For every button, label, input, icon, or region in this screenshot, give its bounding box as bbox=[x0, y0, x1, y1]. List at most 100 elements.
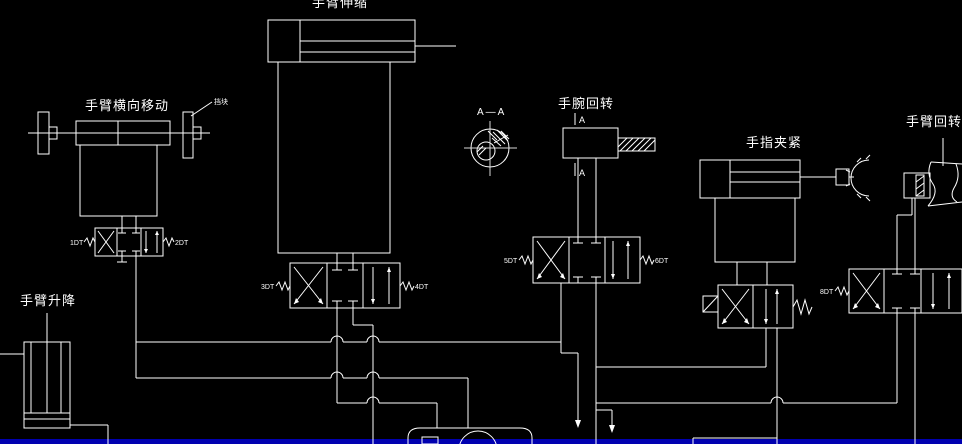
section-title: A—A bbox=[477, 107, 506, 118]
spring-icon bbox=[83, 236, 96, 248]
pipe-v3-left-down bbox=[560, 283, 579, 420]
solenoid-tag-3dt: 3DT bbox=[261, 284, 275, 291]
valve-feed-lines bbox=[736, 262, 768, 285]
actuator-top-bottom bbox=[927, 161, 962, 207]
arm-extend-label: 手臂伸缩 bbox=[312, 0, 368, 10]
rotary-actuator-body bbox=[562, 127, 619, 159]
parallel-flow-icon bbox=[612, 241, 629, 279]
station-arm-extend: 手臂伸缩 bbox=[267, 0, 456, 263]
pipe-rail-5 bbox=[596, 396, 897, 404]
shaft bbox=[617, 137, 656, 152]
crossed-flow-icon bbox=[852, 272, 881, 310]
arm-lift-label: 手臂升降 bbox=[20, 293, 76, 308]
solenoid-tag-6dt: 6DT bbox=[655, 258, 669, 265]
solenoid-tag-5dt: 5DT bbox=[504, 258, 518, 265]
wrist-rotate-label: 手腕回转 bbox=[558, 96, 614, 111]
clamp-cylinder-body bbox=[699, 159, 801, 199]
leader-line bbox=[190, 101, 213, 117]
pipe-drain-stub bbox=[596, 409, 613, 426]
pipe-rail-3 bbox=[337, 396, 437, 404]
drain-arrowhead bbox=[575, 420, 581, 428]
pump-port-block bbox=[421, 436, 439, 444]
gripper-hatch bbox=[845, 154, 871, 202]
valve-cell-dividers bbox=[326, 263, 364, 308]
solenoid-tag-1dt: 1DT bbox=[70, 240, 84, 247]
key-hatch bbox=[915, 175, 925, 197]
spring-icon bbox=[275, 280, 291, 292]
break-line-left bbox=[927, 161, 936, 207]
valve-feed-lines bbox=[577, 158, 597, 237]
valve-feed-lines bbox=[336, 253, 354, 263]
stopper-label: 挡块 bbox=[214, 97, 228, 106]
flow-arrowheads bbox=[764, 289, 779, 324]
pipe-rail-4 bbox=[596, 328, 767, 368]
pipe-rail-2 bbox=[136, 371, 468, 379]
left-nut bbox=[48, 126, 58, 140]
crossed-flow-icon bbox=[97, 230, 115, 254]
spring-icon bbox=[834, 285, 850, 297]
station-finger-clamp: 手指夹紧 bbox=[699, 135, 871, 285]
shaft-hatch bbox=[617, 137, 656, 152]
parallel-flow-icon bbox=[372, 267, 390, 304]
valve-body bbox=[717, 284, 794, 329]
valve-finger-clamp bbox=[702, 284, 813, 329]
valve-cell-dividers bbox=[568, 237, 606, 283]
pump-unit bbox=[407, 427, 533, 444]
gripper-mount bbox=[835, 168, 850, 186]
lift-cylinder-body bbox=[23, 341, 71, 429]
arm-rotate-label: 手臂回转 bbox=[906, 114, 962, 129]
right-nut bbox=[192, 126, 202, 140]
valve-cell-dividers bbox=[883, 269, 922, 313]
crossed-flow-icon bbox=[293, 266, 324, 305]
mount-block bbox=[903, 172, 931, 199]
flow-arrowheads bbox=[371, 267, 391, 304]
closed-center-ports bbox=[118, 228, 140, 256]
vane-hatch bbox=[487, 129, 510, 147]
crossed-flow-icon bbox=[721, 288, 750, 325]
valve-feed-lines bbox=[121, 216, 137, 228]
solenoid-box-icon bbox=[702, 295, 719, 313]
outlet-line bbox=[70, 424, 109, 444]
pump-housing bbox=[407, 427, 533, 444]
solenoid-diagonal bbox=[702, 295, 719, 313]
valve-arm-lateral: 1DT 2DT bbox=[70, 227, 189, 263]
valve-arm-rotate: 8DT bbox=[820, 268, 962, 314]
hub-hatch bbox=[476, 145, 487, 156]
bore-and-piston bbox=[24, 342, 70, 420]
parallel-flow-icon bbox=[765, 289, 778, 324]
parallel-flow-icon bbox=[932, 273, 950, 309]
flow-arrowheads bbox=[144, 231, 159, 253]
piston-and-rod bbox=[299, 20, 456, 62]
pump-circle-icon bbox=[459, 430, 497, 444]
valve-body bbox=[94, 227, 164, 257]
piston-and-rod bbox=[729, 160, 836, 198]
piping-network bbox=[135, 256, 916, 444]
crossed-flow-icon bbox=[536, 240, 566, 280]
spring-icon bbox=[792, 298, 813, 316]
solenoid-tag-2dt: 2DT bbox=[175, 240, 189, 247]
valve-arm-extend: 3DT 4DT bbox=[261, 262, 429, 309]
bracket-box bbox=[714, 197, 796, 263]
spring-icon bbox=[162, 236, 175, 248]
arm-lateral-label: 手臂横向移动 bbox=[85, 98, 169, 113]
finger-clamp-label: 手指夹紧 bbox=[746, 135, 802, 150]
right-guide-plate bbox=[182, 111, 194, 159]
closed-center-ports bbox=[892, 269, 920, 313]
spring-icon bbox=[639, 254, 655, 266]
station-arm-lift: 手臂升降 bbox=[0, 293, 109, 444]
bottom-strip bbox=[0, 439, 962, 444]
valve-cell-dividers bbox=[116, 228, 142, 256]
valve-feed-lines bbox=[896, 198, 916, 269]
solenoid-tag-8dt: 8DT bbox=[820, 289, 834, 296]
pipe-bottom-jog bbox=[692, 437, 777, 444]
section-mark-a-top: A bbox=[579, 115, 585, 125]
break-line-inner bbox=[951, 163, 959, 203]
bracket-box bbox=[79, 144, 158, 217]
pipe-rail-1 bbox=[136, 335, 561, 343]
spring-icon bbox=[399, 280, 415, 292]
flow-arrowheads bbox=[931, 273, 951, 309]
hatched-key bbox=[915, 174, 925, 197]
section-view-a-a: A—A bbox=[464, 107, 517, 176]
